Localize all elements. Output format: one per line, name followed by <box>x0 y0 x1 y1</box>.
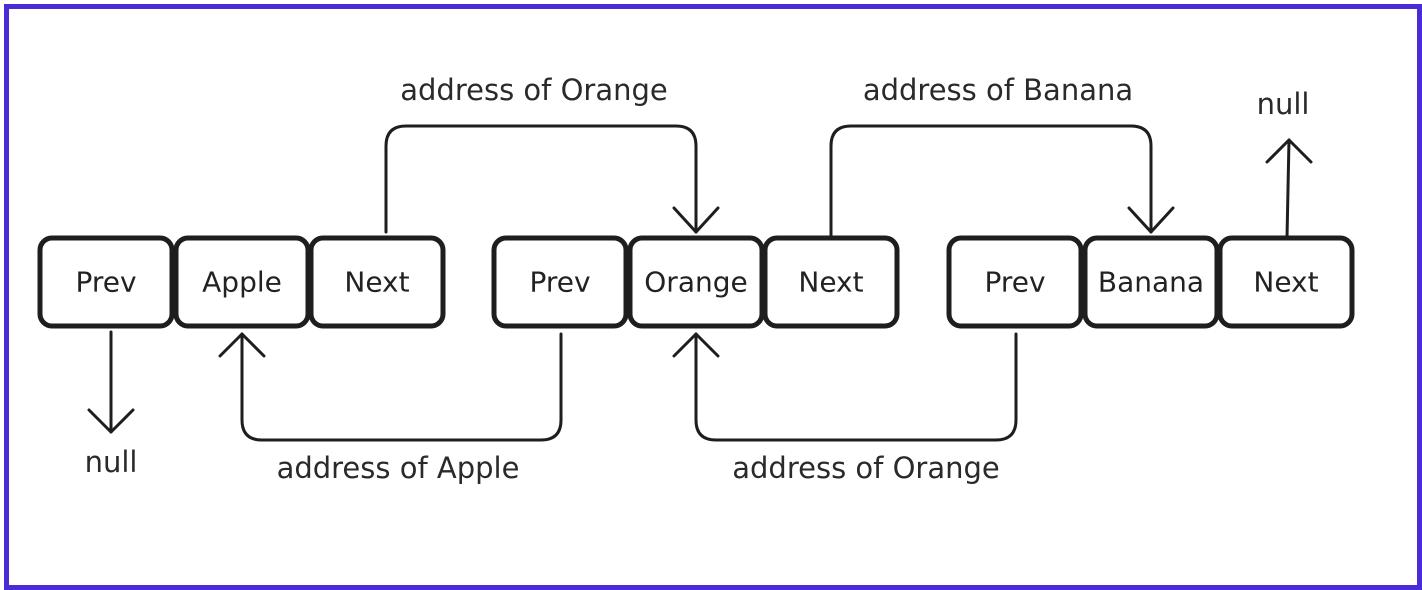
prev-link-banana-to-orange-label: address of Orange <box>732 451 999 485</box>
node-orange-next-label: Next <box>798 266 863 299</box>
node-orange-prev-label: Prev <box>529 266 590 299</box>
node-banana-prev-cell: Prev <box>946 235 1084 329</box>
next-link-apple-to-orange-arrowhead <box>672 206 720 234</box>
node-apple-prev-label: Prev <box>75 266 136 299</box>
next-link-orange-to-banana-label: address of Banana <box>863 73 1133 107</box>
prev-link-orange-to-apple-path <box>240 332 563 442</box>
node-orange-prev-cell: Prev <box>491 235 629 329</box>
node-apple-prev-cell: Prev <box>37 235 175 329</box>
prev-link-banana-to-orange-path <box>694 332 1018 442</box>
prev-link-banana-to-orange: address of Orange <box>672 332 1018 485</box>
node-apple-value: Apple <box>202 266 282 299</box>
next-link-apple-to-orange: address of Orange <box>384 73 720 234</box>
next-link-apple-to-orange-path <box>384 124 698 234</box>
next-link-orange-to-banana: address of Banana <box>829 73 1175 240</box>
tail-next-null-link: null <box>1257 87 1313 240</box>
node-banana-prev-label: Prev <box>984 266 1045 299</box>
next-link-orange-to-banana-path <box>829 124 1153 240</box>
node-apple-next-cell: Next <box>308 235 446 329</box>
prev-link-banana-to-orange-arrowhead <box>672 332 720 358</box>
tail-next-null-arrowhead <box>1265 138 1313 164</box>
node-orange-next-cell: Next <box>762 235 900 329</box>
node-banana-value-cell: Banana <box>1082 235 1220 329</box>
node-banana-next-cell: Next <box>1217 235 1355 329</box>
prev-link-orange-to-apple-label: address of Apple <box>277 451 520 485</box>
node-banana-next-label: Next <box>1253 266 1318 299</box>
node-banana-value: Banana <box>1098 266 1204 299</box>
node-orange-value: Orange <box>644 266 747 299</box>
head-prev-null-label: null <box>85 445 138 479</box>
tail-next-null-label: null <box>1257 87 1310 121</box>
prev-link-orange-to-apple-arrowhead <box>218 332 266 358</box>
node-apple-value-cell: Apple <box>173 235 311 329</box>
node-orange: Prev Orange Next <box>491 235 900 329</box>
next-link-apple-to-orange-label: address of Orange <box>400 73 667 107</box>
next-link-orange-to-banana-arrowhead <box>1127 206 1175 234</box>
tail-next-null-path <box>1285 138 1291 240</box>
node-orange-value-cell: Orange <box>627 235 765 329</box>
node-banana: Prev Banana Next <box>946 235 1355 329</box>
prev-link-orange-to-apple: address of Apple <box>218 332 563 485</box>
head-prev-null-link: null <box>85 330 138 479</box>
node-apple-next-label: Next <box>344 266 409 299</box>
node-apple: Prev Apple Next <box>37 235 446 329</box>
head-prev-null-arrowhead <box>87 408 135 434</box>
